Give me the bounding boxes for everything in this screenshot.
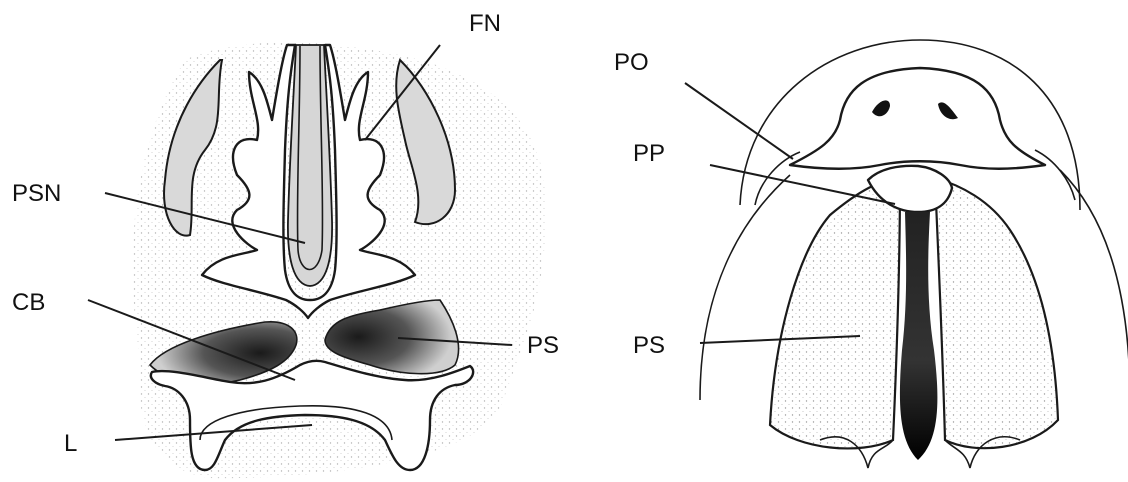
label-pp: PP <box>633 140 665 167</box>
label-psn: PSN <box>12 180 61 207</box>
right-palatal-shelf-right-fig <box>935 178 1058 448</box>
left-figure <box>133 43 546 479</box>
left-palatal-shelf-right-fig <box>770 178 900 448</box>
pp-leader <box>710 165 895 204</box>
right-figure <box>700 40 1128 468</box>
label-ps-left: PS <box>527 332 559 359</box>
right-lateral-process <box>1035 150 1075 200</box>
label-fn: FN <box>469 10 501 37</box>
nasal-septum <box>288 45 332 286</box>
frontonasal-region <box>790 68 1045 169</box>
po-leader <box>685 83 793 159</box>
label-po: PO <box>614 49 649 76</box>
outer-face-curve-right <box>1060 170 1128 400</box>
label-cb: CB <box>12 289 45 316</box>
label-ps-right: PS <box>633 332 665 359</box>
midline-cleft <box>900 212 938 460</box>
label-l: L <box>64 430 77 457</box>
